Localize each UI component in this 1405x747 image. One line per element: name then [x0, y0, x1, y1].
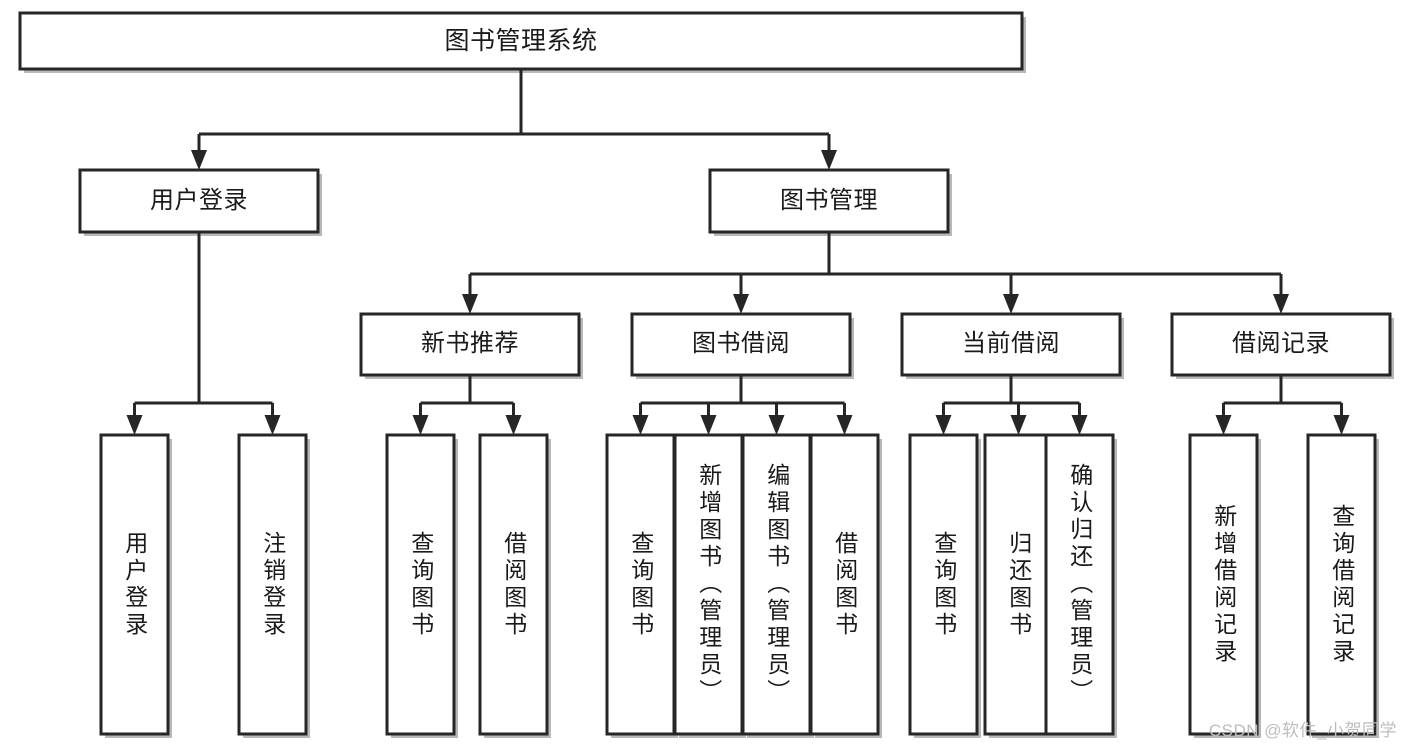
node-leaf-logout-box[interactable]: [237, 433, 308, 736]
borrow-record-to-leaves-arrow-1: [1333, 415, 1350, 435]
book-borrow-to-leaves-arrow-1: [700, 415, 717, 435]
node-borrow-record-box[interactable]: [1170, 312, 1392, 377]
node-leaf-query-record-box[interactable]: [1306, 433, 1377, 736]
node-leaf-borrow-book-1-box[interactable]: [478, 433, 549, 736]
user-login-to-leaves-arrow-1: [264, 415, 281, 435]
root-to-level2-arrow-1: [821, 150, 837, 170]
new-book-recommend-to-leaves-arrow-0: [412, 415, 429, 435]
node-book-manage-box[interactable]: [708, 168, 950, 234]
current-borrow-to-leaves-arrow-1: [1010, 415, 1027, 435]
node-leaf-edit-book-box[interactable]: [741, 433, 812, 736]
node-new-book-recommend-box[interactable]: [359, 312, 581, 377]
node-leaf-confirm-return-box[interactable]: [1044, 433, 1115, 736]
box-layer: [18, 11, 1392, 736]
book-borrow-to-leaves-arrow-2: [768, 415, 785, 435]
node-leaf-query-book-1-box[interactable]: [385, 433, 456, 736]
node-leaf-query-book-3-box[interactable]: [908, 433, 979, 736]
node-leaf-query-book-2-box[interactable]: [605, 433, 676, 736]
node-user-login-box[interactable]: [78, 168, 320, 234]
node-leaf-add-record-box[interactable]: [1188, 433, 1259, 736]
bookmanage-to-level3-arrow-2: [1003, 294, 1019, 314]
current-borrow-to-leaves-arrow-0: [935, 415, 952, 435]
node-leaf-add-book-box[interactable]: [673, 433, 744, 736]
root-to-level2-arrow-0: [191, 150, 207, 170]
new-book-recommend-to-leaves-arrow-1: [505, 415, 522, 435]
book-borrow-to-leaves-arrow-0: [632, 415, 649, 435]
node-root-box[interactable]: [18, 11, 1024, 71]
bookmanage-to-level3-arrow-0: [462, 294, 478, 314]
node-leaf-borrow-book-2-box[interactable]: [809, 433, 880, 736]
watermark-text: CSDN @软件_小贺同学: [1208, 721, 1397, 740]
current-borrow-to-leaves-arrow-2: [1071, 415, 1088, 435]
node-leaf-user-login-box[interactable]: [99, 433, 170, 736]
bookmanage-to-level3-arrow-3: [1273, 294, 1289, 314]
user-login-to-leaves-arrow-0: [126, 415, 143, 435]
node-leaf-return-book-box[interactable]: [983, 433, 1054, 736]
borrow-record-to-leaves-arrow-0: [1215, 415, 1232, 435]
node-book-borrow-box[interactable]: [630, 312, 852, 377]
connector-layer: [126, 69, 1350, 435]
book-borrow-to-leaves-arrow-3: [836, 415, 853, 435]
node-current-borrow-box[interactable]: [900, 312, 1122, 377]
bookmanage-to-level3-arrow-1: [733, 294, 749, 314]
